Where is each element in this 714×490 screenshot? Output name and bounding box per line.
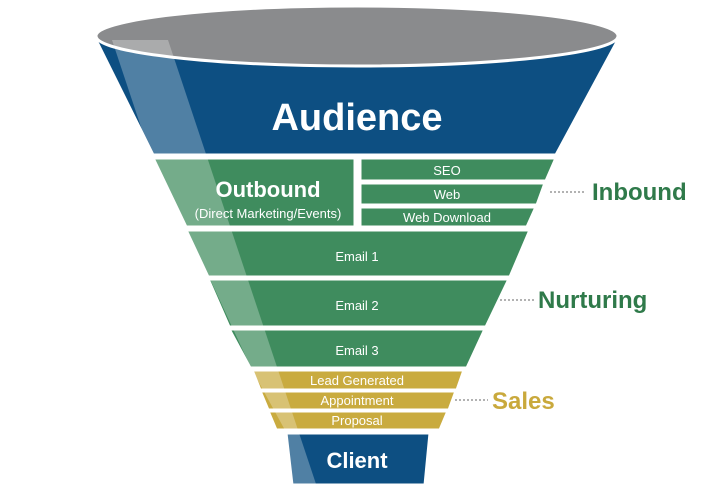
inbound-row-web <box>358 181 548 207</box>
inbound-item-web-download: Web Download <box>403 210 491 225</box>
nurturing-item-email-3: Email 3 <box>335 343 378 358</box>
outbound-subtitle: (Direct Marketing/Events) <box>195 206 342 221</box>
nurturing-row-email-1 <box>183 228 533 279</box>
nurturing-item-email-1: Email 1 <box>335 249 378 264</box>
sales-item-appointment: Appointment <box>321 393 394 408</box>
glass-highlight <box>112 40 318 485</box>
inbound-row-seo <box>358 156 559 183</box>
nurturing-side-label: Nurturing <box>538 287 647 314</box>
nurturing-row-email-3 <box>226 327 488 370</box>
outbound-title: Outbound <box>215 177 320 202</box>
inbound-row-web-download <box>358 205 539 229</box>
sales-row-proposal <box>265 409 451 432</box>
funnel-rim <box>94 4 620 68</box>
inbound-item-seo: SEO <box>433 163 460 178</box>
audience-label: Audience <box>271 97 442 139</box>
client-label: Client <box>326 448 388 473</box>
nurturing-item-email-2: Email 2 <box>335 298 378 313</box>
client-band <box>284 431 432 487</box>
nurturing-row-email-2 <box>205 277 512 329</box>
sales-side-label: Sales <box>492 388 555 415</box>
outbound-block <box>150 156 357 229</box>
inbound-item-web: Web <box>434 187 461 202</box>
inbound-side-label: Inbound <box>592 179 687 206</box>
sales-item-proposal: Proposal <box>331 413 382 428</box>
sales-item-lead-generated: Lead Generated <box>310 373 404 388</box>
